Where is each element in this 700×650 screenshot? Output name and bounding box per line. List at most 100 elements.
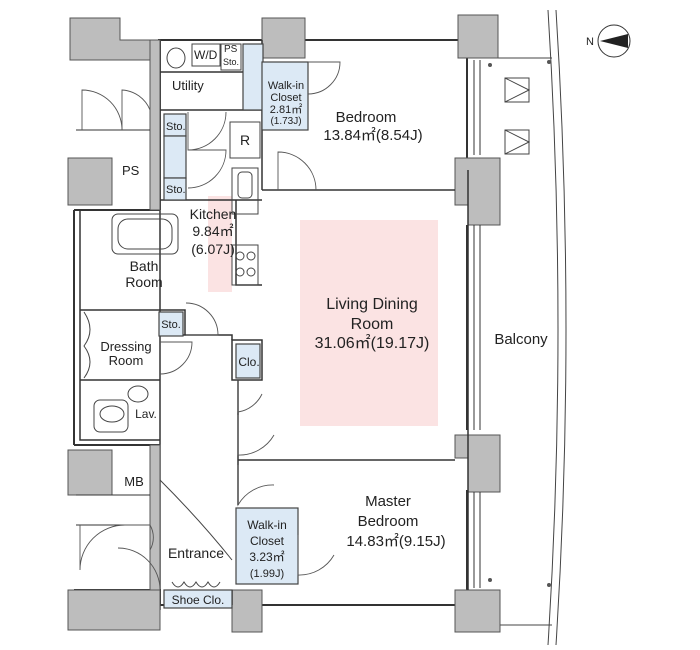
column-right-2 xyxy=(454,434,501,493)
door-master xyxy=(237,465,275,507)
ps-left-label: PS xyxy=(122,163,140,178)
door-living xyxy=(237,415,275,456)
toilet-bowl-icon xyxy=(99,405,125,423)
balcony-curve-inner xyxy=(555,9,567,646)
bathtub-inner xyxy=(117,218,173,250)
fridge-label: R xyxy=(240,132,250,148)
living-area: 31.06㎡(19.17J) xyxy=(315,334,430,352)
door-bath xyxy=(185,302,219,336)
balcony-unit-2-mark xyxy=(504,129,531,155)
sto-kitchen-2-box xyxy=(163,177,187,201)
walk-in-2-line1: Walk-in xyxy=(247,518,287,532)
column-left-1 xyxy=(67,157,113,206)
partitions-left xyxy=(79,210,233,441)
master-area: 14.83㎡(9.15J) xyxy=(346,533,445,550)
walk-in-1-jo: (1.73J) xyxy=(270,116,301,127)
sto-bath-label: Sto. xyxy=(161,319,181,331)
shoe-clo-label: Shoe Clo. xyxy=(172,593,225,607)
walk-in-2-line2: Closet xyxy=(250,534,285,548)
wall-left-upper xyxy=(149,39,161,211)
living-line1: Living Dining xyxy=(326,296,418,313)
dressing-curtain xyxy=(83,311,91,379)
bedroom-name: Bedroom xyxy=(336,109,397,126)
cooktop-box xyxy=(231,244,259,286)
lav-sink-icon xyxy=(127,385,149,403)
burner-4-icon xyxy=(246,267,256,277)
compass-ring xyxy=(597,24,631,58)
column-bottom-left xyxy=(67,589,161,631)
walk-in-1-area: 2.81㎡ xyxy=(270,103,302,116)
kitchen-highlight xyxy=(208,196,232,292)
shoe-rack-lines xyxy=(171,581,221,588)
entrance-label: Entrance xyxy=(168,545,224,561)
balcony-unit-2 xyxy=(504,129,530,155)
column-left-2 xyxy=(67,449,113,496)
clo-box xyxy=(235,343,261,379)
bathtub-outer xyxy=(111,213,179,255)
sto-top-label: Sto. xyxy=(223,57,239,67)
door-entrance xyxy=(117,547,161,591)
utility-sink-icon xyxy=(166,47,186,69)
column-top-left xyxy=(69,17,161,61)
ps-top-box xyxy=(220,43,242,71)
wd-label: W/D xyxy=(194,48,218,62)
kitchen-area: 9.84㎡ xyxy=(192,223,233,239)
sto-kitchen-2-label: Sto. xyxy=(166,184,186,196)
kitchen-name: Kitchen xyxy=(190,206,237,222)
sto-bath-box xyxy=(158,311,184,337)
door-mb xyxy=(79,524,126,571)
balcony-label: Balcony xyxy=(494,331,548,348)
door-ps-left-2 xyxy=(121,89,151,130)
bedroom-area: 13.84㎡(8.54J) xyxy=(323,127,422,144)
lav-label: Lav. xyxy=(135,407,157,421)
toilet-icon xyxy=(93,399,129,433)
bath-line2: Room xyxy=(125,274,162,290)
compass-arrow-icon xyxy=(600,34,628,48)
shoe-closet-box xyxy=(163,589,233,609)
door-walk-in-1 xyxy=(307,61,341,95)
partitions-lower xyxy=(231,339,455,605)
living-line2: Room xyxy=(351,316,394,333)
walk-in-2-jo: (1.99J) xyxy=(250,568,284,580)
dressing-line1: Dressing xyxy=(100,339,151,354)
entrance-curve xyxy=(159,479,233,561)
kitchen-sink-counter xyxy=(231,167,259,215)
living-highlight xyxy=(300,220,438,426)
balcony-unit-1-mark xyxy=(504,77,531,103)
column-right-1 xyxy=(454,157,501,226)
balcony-drain-2 xyxy=(488,63,492,67)
balcony-unit-1 xyxy=(504,77,530,103)
wd-box xyxy=(191,43,221,67)
door-mb-2 xyxy=(125,524,154,551)
sto-kitchen-mid-box xyxy=(163,135,187,179)
walk-in-1-line2: Closet xyxy=(270,92,301,104)
bath-line1: Bath xyxy=(130,258,159,274)
door-kitchen-sto-2 xyxy=(187,149,227,189)
clo-label: Clo. xyxy=(238,355,259,369)
door-ps-left xyxy=(81,89,123,131)
door-kitchen-sto xyxy=(187,111,227,151)
burner-1-icon xyxy=(235,251,245,261)
balcony-drain-1 xyxy=(547,60,551,64)
compass-label: N xyxy=(586,36,594,48)
master-line1: Master xyxy=(365,493,411,510)
kitchen-sink-icon xyxy=(237,171,253,199)
compass: N xyxy=(586,24,631,58)
burner-3-icon xyxy=(235,267,245,277)
column-top-mid xyxy=(261,17,306,59)
door-clo xyxy=(237,380,263,413)
door-walk-in-2 xyxy=(297,535,335,576)
fridge-box xyxy=(229,121,261,159)
balcony-drain-3 xyxy=(547,583,551,587)
wall-left-lower xyxy=(149,444,161,591)
utility-label: Utility xyxy=(172,78,204,93)
walk-in-2-area: 3.23㎡ xyxy=(249,550,284,564)
column-top-right xyxy=(457,14,499,59)
column-bottom-mid xyxy=(231,589,263,633)
door-dressing xyxy=(159,341,193,375)
sto-strip-top xyxy=(242,43,264,111)
walk-in-1-line1: Walk-in xyxy=(268,80,304,92)
kitchen-jo: (6.07J) xyxy=(191,241,235,257)
burner-2-icon xyxy=(246,251,256,261)
